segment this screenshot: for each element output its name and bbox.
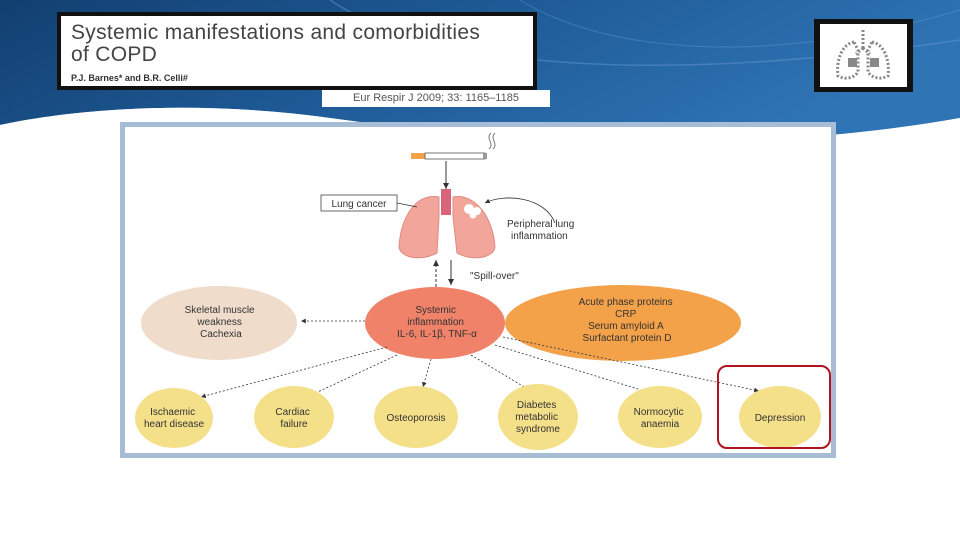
copd-diagram: Lung cancer Peripheral lung inflammation… — [135, 132, 821, 450]
outcome-ischaemic-heart-label: Ischaemic heart disease — [144, 407, 204, 430]
outcome-cardiac-failure-label: Cardiac failure — [275, 407, 312, 430]
skeletal-line-1: Skeletal muscle — [185, 305, 255, 316]
lungs-logo-icon — [836, 30, 890, 80]
outcome-diabetes-ellipse — [498, 384, 578, 450]
skeletal-muscle-ellipse — [141, 286, 297, 360]
peripheral-line-2: inflammation — [511, 231, 568, 242]
systemic-line-1: Systemic — [415, 305, 456, 316]
paper-title-card: Systemic manifestations and comorbiditie… — [57, 12, 537, 90]
logo — [814, 19, 913, 92]
acute-line-4: Surfactant protein D — [583, 333, 672, 344]
lung-cancer-connector — [396, 202, 418, 208]
title-line-2: of COPD — [71, 43, 158, 66]
outcome-diabetes-label: Diabetes metabolic syndrome — [515, 400, 561, 435]
spill-over-label: "Spill-over" — [470, 271, 519, 282]
acute-phase-ellipse — [505, 285, 741, 361]
acute-line-1: Acute phase proteins — [579, 297, 673, 308]
outcome-cardiac-failure-ellipse — [254, 386, 334, 448]
peripheral-line-1: Peripheral lung — [507, 219, 574, 230]
citation: Eur Respir J 2009; 33: 1165–1185 — [322, 90, 550, 107]
depression-highlight-box — [717, 365, 831, 449]
systemic-label: Systemic inflammation IL-6, IL-1β, TNF-α — [397, 305, 477, 340]
skeletal-label: Skeletal muscle weakness Cachexia — [185, 305, 258, 340]
systemic-line-2: inflammation — [407, 317, 464, 328]
peripheral-arrow — [484, 197, 556, 224]
peripheral-label: Peripheral lung inflammation — [507, 219, 577, 242]
outcome-depression-label: Depression — [755, 413, 806, 424]
outcome-depression-ellipse — [739, 386, 821, 448]
lung-cancer-label: Lung cancer — [331, 199, 387, 210]
title-line-1: Systemic manifestations and comorbiditie… — [71, 21, 481, 44]
acute-line-3: Serum amyloid A — [588, 321, 664, 332]
title-authors: P.J. Barnes* and B.R. Celli# — [71, 73, 188, 83]
skeletal-line-2: weakness — [196, 317, 241, 328]
skeletal-line-3: Cachexia — [200, 329, 242, 340]
outcome-ischaemic-heart-ellipse — [135, 388, 213, 448]
outcome-arrows — [200, 336, 760, 399]
outcome-osteoporosis-ellipse — [374, 386, 458, 448]
outcome-osteoporosis-label: Osteoporosis — [387, 413, 446, 424]
acute-phase-label: Acute phase proteins CRP Serum amyloid A… — [579, 297, 676, 344]
systemic-inflammation-ellipse — [365, 287, 505, 359]
lungs-icon — [398, 189, 496, 259]
figure-canvas: Lung cancer Peripheral lung inflammation… — [125, 127, 831, 453]
cigarette-icon — [411, 132, 496, 160]
systemic-line-3: IL-6, IL-1β, TNF-α — [397, 329, 477, 340]
acute-line-2: CRP — [615, 309, 636, 320]
outcome-anaemia-ellipse — [618, 386, 702, 448]
outcome-anaemia-label: Normocytic anaemia — [634, 407, 687, 430]
figure-frame: Lung cancer Peripheral lung inflammation… — [120, 122, 836, 458]
